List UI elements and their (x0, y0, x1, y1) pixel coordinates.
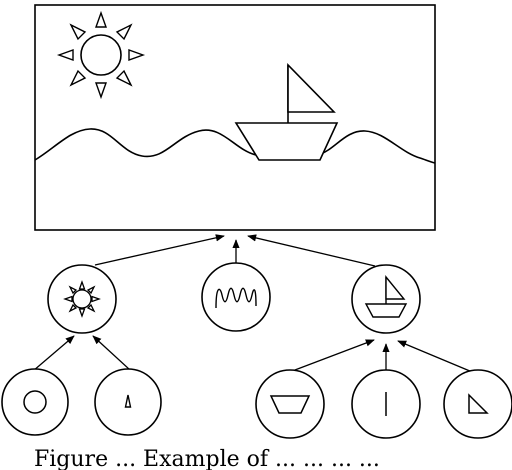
node-sail (443, 369, 512, 439)
figure-caption: Figure ... Example of ... ... ... ... (34, 447, 380, 470)
waves-icon (215, 287, 257, 309)
scene-waves (34, 128, 436, 164)
edge-sun-to-scene (94, 234, 225, 266)
node-sun (47, 264, 117, 334)
triangle-ray-icon (124, 394, 132, 408)
scene-boat-icon (234, 63, 339, 161)
edge-boat-to-scene (247, 234, 376, 267)
edge-circle-to-sun (32, 335, 75, 372)
scene-sun-icon (56, 10, 146, 100)
node-waves (201, 262, 271, 332)
scene-frame (34, 4, 436, 231)
node-mast (351, 369, 421, 439)
edge-ray-to-sun (92, 335, 131, 371)
edge-sail-to-boat (397, 340, 478, 375)
node-circle (1, 368, 69, 436)
edges (32, 234, 478, 375)
node-hull (255, 369, 325, 439)
sun-icon (63, 280, 101, 318)
circle-icon (23, 390, 47, 414)
right-triangle-icon (468, 393, 489, 414)
node-boat (351, 264, 421, 334)
sailboat-icon (364, 275, 408, 318)
edge-hull-to-boat (286, 339, 375, 374)
scene-panel (34, 4, 436, 231)
trapezoid-icon (269, 395, 311, 414)
node-ray (94, 368, 162, 436)
